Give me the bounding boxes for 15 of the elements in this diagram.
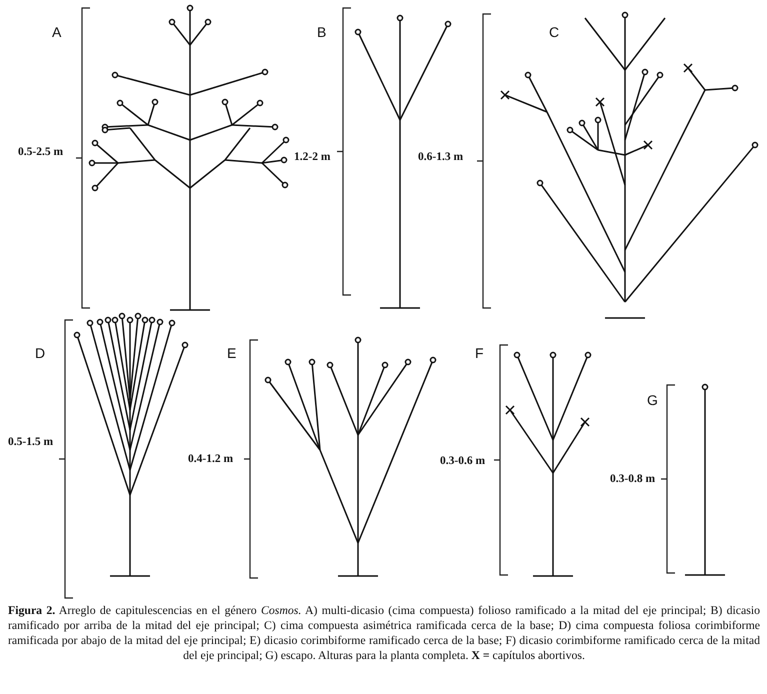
panel-letter: F <box>475 345 484 361</box>
height-label: 0.5-1.5 m <box>8 436 54 448</box>
figure-caption: Figura 2. Arreglo de capitulescencias en el género Cosmos. A) multi-dicasio (cima compuesta) folioso ramificado a la mitad del eje principal; B) dicasio ramificado por arriba de la mitad del eje principal; C) cima compuesta asimétrica ramificada cerca de la base; D) cima compuesta foliosa corimbiforme ramificada por abajo de la mitad del eje principal; E) dicasio corimbiforme ramificado cerca de la base; F) dicasio corimbiforme ramificado cerca de la mitad del eje principal; G) escapo. Alturas para la planta completa. X = capítulos abortivos. <box>8 603 760 663</box>
height-label: 0.4-1.2 m <box>188 453 234 465</box>
panel-letter: D <box>35 345 46 361</box>
panel-letter: B <box>317 24 326 40</box>
height-label: 0.5-2.5 m <box>18 146 64 158</box>
panel-letter: G <box>647 392 658 408</box>
height-label: 1.2-2 m <box>294 151 330 163</box>
panel-letter: C <box>549 24 560 40</box>
height-label: 0.3-0.8 m <box>610 473 656 485</box>
height-label: 0.6-1.3 m <box>418 151 464 163</box>
height-label: 0.3-0.6 m <box>440 455 486 467</box>
panel-letter: A <box>52 24 62 40</box>
panel-letter: E <box>227 345 236 361</box>
